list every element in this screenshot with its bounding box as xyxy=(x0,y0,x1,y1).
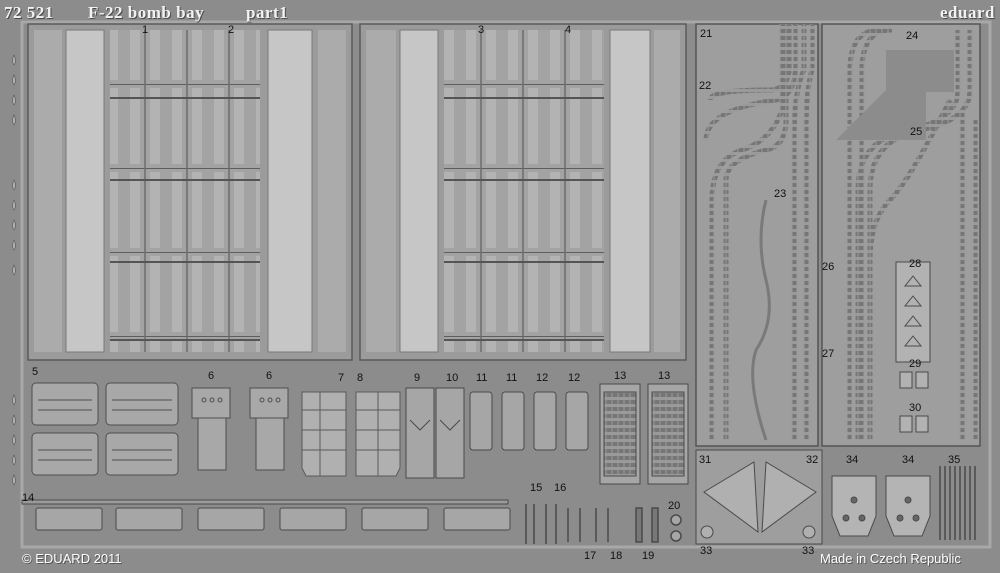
part-number: 11 xyxy=(476,372,488,384)
part-number: 28 xyxy=(909,258,922,270)
part-number: 29 xyxy=(909,358,922,370)
part-number: 1 xyxy=(142,24,149,36)
copyright: © EDUARD 2011 xyxy=(22,551,122,566)
part-number: 9 xyxy=(414,372,421,384)
part-number: 34 xyxy=(846,454,859,466)
part-number: 11 xyxy=(506,372,518,384)
part-number: 35 xyxy=(948,454,961,466)
part-number: 6 xyxy=(208,370,215,382)
parts-15-20 xyxy=(525,504,682,544)
origin-label: Made in Czech Republic xyxy=(820,551,961,566)
part-number: 18 xyxy=(610,550,623,562)
brand-logo: eduard xyxy=(940,3,995,22)
part-number: 22 xyxy=(699,80,712,92)
part-number: 33 xyxy=(802,545,815,557)
part-number: 26 xyxy=(822,261,835,273)
fret-title: F-22 bomb bay xyxy=(88,3,205,22)
part-11-12 xyxy=(469,391,589,451)
part-number: 6 xyxy=(266,370,273,382)
part-number: 17 xyxy=(584,550,597,562)
product-number: 72 521 xyxy=(4,3,54,22)
part-number: 13 xyxy=(658,370,671,382)
part-number: 24 xyxy=(906,30,919,42)
bay-panel-left xyxy=(27,23,353,361)
edge-tabs-left xyxy=(12,54,16,486)
part-14-strip xyxy=(21,499,511,531)
part-number: 16 xyxy=(554,482,567,494)
parts-31-33 xyxy=(695,449,823,545)
fret-frame xyxy=(20,20,992,549)
part-number: 8 xyxy=(357,372,364,384)
part-9-10 xyxy=(405,387,465,479)
part-number: 15 xyxy=(530,482,543,494)
fret-part-label: part1 xyxy=(246,3,289,22)
pipes-area xyxy=(695,23,819,447)
part-number: 21 xyxy=(700,28,713,40)
part-number: 23 xyxy=(774,188,787,200)
part-number: 12 xyxy=(536,372,549,384)
part-number: 20 xyxy=(668,500,681,512)
part-35-rods xyxy=(939,466,976,540)
parts-34 xyxy=(831,475,931,537)
part-number: 13 xyxy=(614,370,627,382)
part-number: 25 xyxy=(910,126,923,138)
part-number: 5 xyxy=(32,366,39,378)
part-number: 34 xyxy=(902,454,915,466)
part-7-8-panels xyxy=(301,391,401,477)
part-number: 12 xyxy=(568,372,581,384)
pipes-area-2 xyxy=(821,23,981,447)
part-number: 10 xyxy=(446,372,459,384)
parts-28-30 xyxy=(895,261,931,433)
part-number: 31 xyxy=(699,454,712,466)
part-number: 30 xyxy=(909,402,922,414)
part-number: 33 xyxy=(700,545,713,557)
part-number: 7 xyxy=(338,372,345,384)
part-number: 3 xyxy=(478,24,485,36)
part-13-plates xyxy=(599,383,689,485)
part-number: 27 xyxy=(822,348,835,360)
part-5-boxes xyxy=(31,382,179,476)
bay-panel-right xyxy=(359,23,687,361)
part-number: 4 xyxy=(565,24,572,36)
part-number: 14 xyxy=(22,492,35,504)
part-number: 2 xyxy=(228,24,235,36)
part-6-brackets xyxy=(191,387,289,471)
part-number: 19 xyxy=(642,550,655,562)
part-number: 32 xyxy=(806,454,819,466)
